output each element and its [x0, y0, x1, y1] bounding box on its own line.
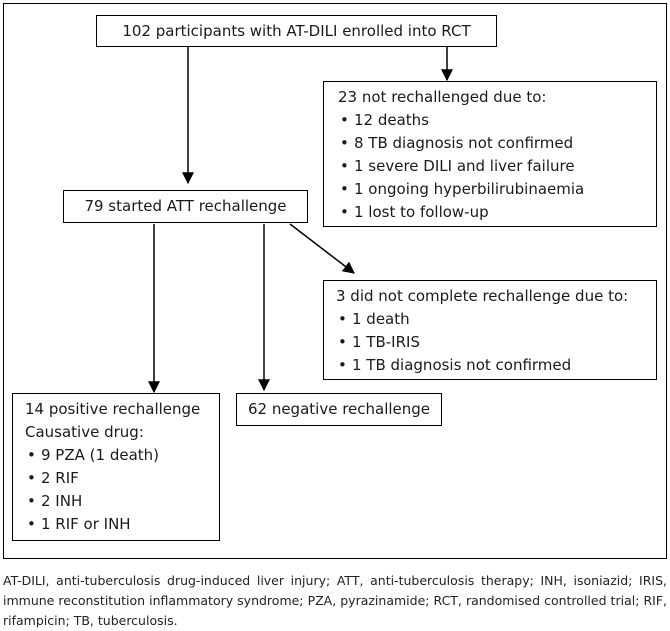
- list-item: 1 death: [336, 308, 656, 331]
- enrolled-box: 102 participants with AT-DILI enrolled i…: [96, 15, 497, 47]
- list-item: 1 TB diagnosis not confirmed: [336, 354, 656, 377]
- arrow-started-to-did-not-complete: [289, 223, 355, 274]
- did-not-complete-box: 3 did not complete rechallenge due to: 1…: [323, 280, 657, 380]
- list-item: 1 severe DILI and liver failure: [338, 155, 656, 178]
- did-not-complete-heading: 3 did not complete rechallenge due to:: [336, 287, 629, 305]
- not-rechallenged-list: 12 deaths 8 TB diagnosis not confirmed 1…: [338, 109, 656, 224]
- not-rechallenged-heading: 23 not rechallenged due to:: [338, 88, 547, 106]
- flow-arrows: [148, 47, 453, 394]
- list-item: 2 RIF: [25, 467, 219, 490]
- list-item: 8 TB diagnosis not confirmed: [338, 132, 656, 155]
- positive-list: 9 PZA (1 death) 2 RIF 2 INH 1 RIF or INH: [25, 444, 219, 536]
- list-item: 12 deaths: [338, 109, 656, 132]
- enrolled-text: 102 participants with AT-DILI enrolled i…: [122, 21, 471, 40]
- list-item: 1 RIF or INH: [25, 513, 219, 536]
- figure-caption: AT-DILI, anti-tuberculosis drug-induced …: [3, 573, 667, 628]
- negative-rechallenge-box: 62 negative rechallenge: [236, 393, 442, 426]
- did-not-complete-list: 1 death 1 TB-IRIS 1 TB diagnosis not con…: [336, 308, 656, 377]
- started-box: 79 started ATT rechallenge: [63, 190, 308, 223]
- positive-rechallenge-box: 14 positive rechallenge Causative drug: …: [12, 393, 220, 541]
- diagram-frame: [3, 3, 667, 559]
- list-item: 1 lost to follow-up: [338, 201, 656, 224]
- not-rechallenged-box: 23 not rechallenged due to: 12 deaths 8 …: [323, 81, 657, 227]
- list-item: 9 PZA (1 death): [25, 444, 219, 467]
- list-item: 1 TB-IRIS: [336, 331, 656, 354]
- positive-heading: 14 positive rechallenge: [25, 400, 201, 418]
- started-text: 79 started ATT rechallenge: [84, 197, 287, 215]
- negative-text: 62 negative rechallenge: [247, 400, 431, 418]
- list-item: 1 ongoing hyperbilirubinaemia: [338, 178, 656, 201]
- positive-subheading: Causative drug:: [25, 423, 144, 441]
- list-item: 2 INH: [25, 490, 219, 513]
